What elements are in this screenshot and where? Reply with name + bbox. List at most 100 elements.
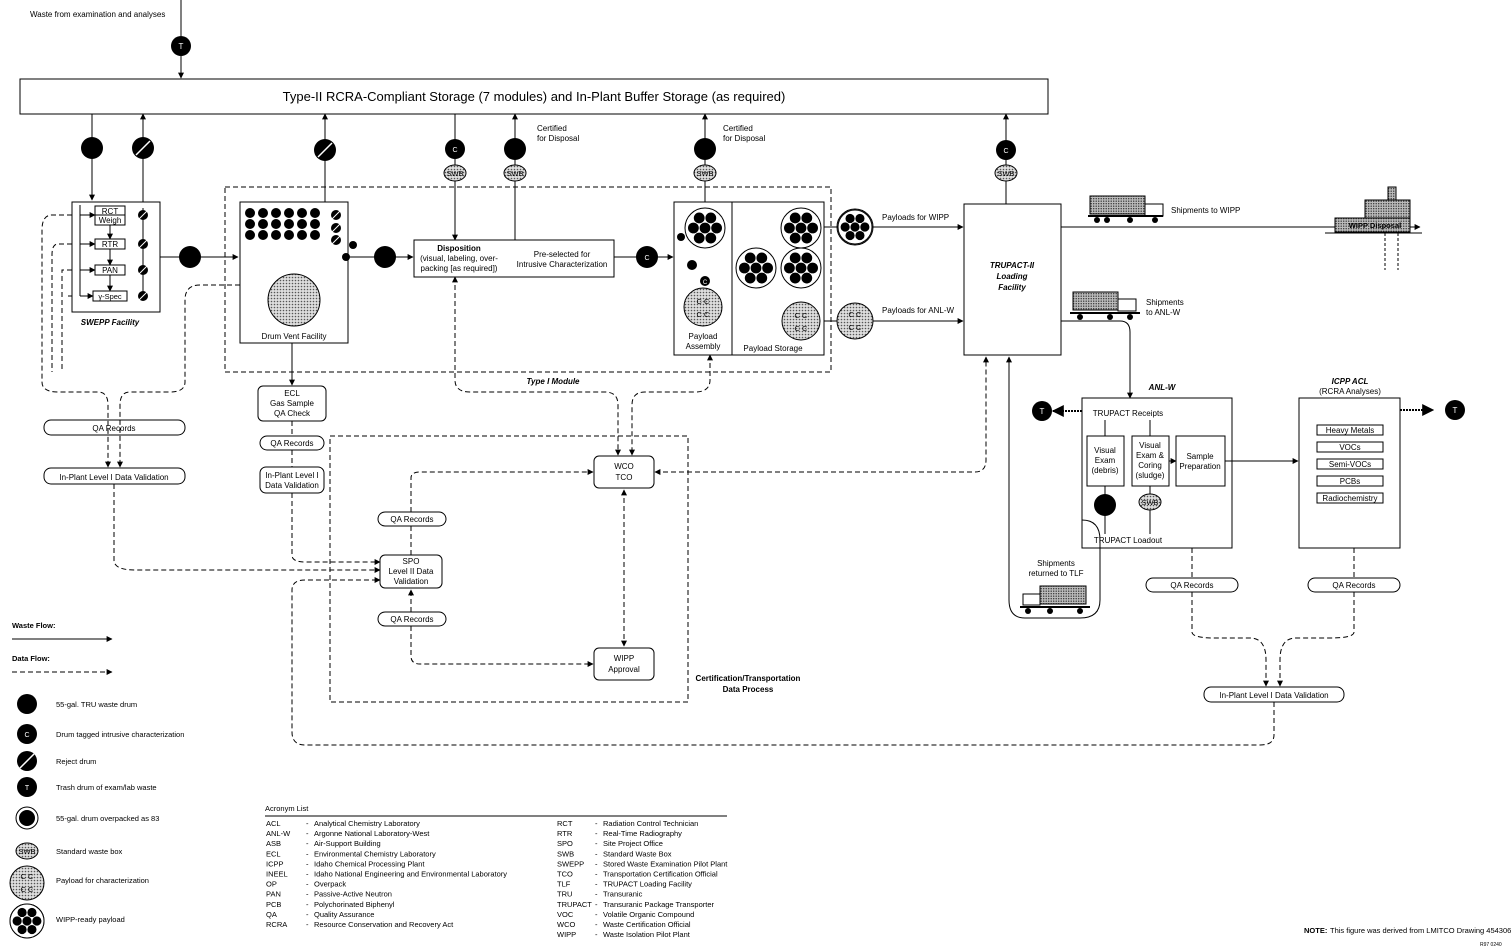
svg-text:Certified: Certified: [723, 124, 753, 133]
svg-text:C C: C C: [21, 872, 35, 881]
acronym-definition: Volatile Organic Compound: [603, 910, 694, 919]
acronym-definition: Resource Conservation and Recovery Act: [314, 920, 454, 929]
svg-text:SPO: SPO: [403, 557, 420, 566]
acronym: RCRA: [266, 920, 287, 929]
svg-text:QA Records: QA Records: [390, 515, 433, 524]
svg-text:WIPP Disposal: WIPP Disposal: [1349, 221, 1401, 230]
svg-text:Payload Storage: Payload Storage: [743, 344, 803, 353]
svg-text:TRUPACT-II: TRUPACT-II: [990, 261, 1035, 270]
svg-text:-: -: [595, 839, 598, 848]
svg-text:Data Flow:: Data Flow:: [12, 654, 50, 663]
svg-text:-: -: [595, 920, 598, 929]
svg-text:for Disposal: for Disposal: [723, 134, 765, 143]
acronym: ICPP: [266, 859, 284, 868]
acronym-definition: Idaho National Engineering and Environme…: [314, 870, 507, 879]
svg-text:-: -: [595, 930, 598, 939]
legend-item: Trash drum of exam/lab waste: [56, 783, 157, 792]
svg-text:-: -: [595, 849, 598, 858]
svg-text:-: -: [306, 910, 309, 919]
svg-text:Data Validation: Data Validation: [265, 481, 319, 490]
qa-records-spo-bottom: [377, 611, 447, 627]
svg-text:C: C: [24, 732, 29, 739]
svg-text:Coring: Coring: [1138, 461, 1162, 470]
type1-label: Type I Module: [526, 377, 580, 386]
svg-text:RCT: RCT: [102, 207, 119, 216]
svg-text:Preparation: Preparation: [1179, 462, 1220, 471]
acronym-definition: Site Project Office: [603, 839, 663, 848]
acronym: TLF: [557, 880, 571, 889]
svg-text:In-Plant Level I: In-Plant Level I: [265, 471, 318, 480]
icpp-item: VOCs: [1339, 443, 1360, 452]
svg-text:Gas Sample: Gas Sample: [270, 399, 315, 408]
truck-wipp-icon: [1088, 195, 1164, 223]
acronym-definition: Environmental Chemistry Laboratory: [314, 849, 436, 858]
acronym-definition: Transportation Certification Official: [603, 870, 718, 879]
acronym: SPO: [557, 839, 573, 848]
drum-vent-drums: [245, 208, 341, 245]
svg-text:C: C: [1003, 148, 1008, 155]
acronym: SWB: [557, 849, 574, 858]
svg-text:RTR: RTR: [102, 240, 119, 249]
acronym: SWEPP: [557, 859, 584, 868]
svg-text:R97 0240: R97 0240: [1480, 942, 1502, 948]
svg-text:Validation: Validation: [394, 577, 429, 586]
acronym-definition: Quality Assurance: [314, 910, 374, 919]
qa-records-swepp: [43, 419, 186, 436]
svg-text:-: -: [306, 880, 309, 889]
svg-text:Pre-selected for: Pre-selected for: [534, 250, 591, 259]
svg-text:-: -: [306, 870, 309, 879]
icpp-item: Semi-VOCs: [1329, 460, 1371, 469]
svg-text:ECL: ECL: [284, 389, 300, 398]
svg-text:C: C: [644, 255, 649, 262]
acronym-definition: Passive-Active Neutron: [314, 890, 392, 899]
svg-text:TRUPACT Receipts: TRUPACT Receipts: [1093, 409, 1163, 418]
svg-text:-: -: [595, 880, 598, 889]
svg-text:TRUPACT Loadout: TRUPACT Loadout: [1094, 536, 1163, 545]
legend-symbols: C T SWB C C C C: [9, 694, 45, 939]
legend-item: Standard waste box: [56, 847, 123, 856]
svg-text:-: -: [306, 859, 309, 868]
svg-text:SWB: SWB: [446, 169, 463, 178]
acronym: ACL: [266, 819, 281, 828]
acronym: TRU: [557, 890, 572, 899]
acronym-definition: Analytical Chemistry Laboratory: [314, 819, 420, 828]
svg-text:(debris): (debris): [1091, 466, 1118, 475]
icpp-item: PCBs: [1340, 477, 1360, 486]
legend-item: Reject drum: [56, 757, 96, 766]
svg-text:C C: C C: [795, 324, 809, 333]
svg-text:NOTE:: NOTE:: [1304, 926, 1327, 935]
svg-text:SWB: SWB: [997, 169, 1014, 178]
svg-text:Certified: Certified: [537, 124, 567, 133]
svg-text:QA Records: QA Records: [1170, 581, 1213, 590]
acronym-definition: Standard Waste Box: [603, 849, 672, 858]
svg-text:T: T: [25, 785, 30, 792]
svg-text:SWB: SWB: [506, 169, 523, 178]
svg-text:WCO: WCO: [614, 462, 634, 471]
svg-text:Level II Data: Level II Data: [389, 567, 434, 576]
acronym: WIPP: [557, 930, 576, 939]
trash-drum-icon: [171, 36, 191, 56]
legend-item: 55-gal. drum overpacked as 83: [56, 814, 159, 823]
acronym: VOC: [557, 910, 574, 919]
svg-text:SWB: SWB: [696, 169, 713, 178]
svg-text:(sludge): (sludge): [1136, 471, 1165, 480]
svg-text:ANL-W: ANL-W: [1148, 383, 1177, 392]
legend-item: Drum tagged intrusive characterization: [56, 730, 184, 739]
icpp-box: [1298, 397, 1401, 549]
svg-text:Shipments: Shipments: [1037, 559, 1075, 568]
swepp-label: SWEPP Facility: [81, 318, 140, 327]
acronym: RCT: [557, 819, 573, 828]
overpack-drum-icon: [267, 273, 321, 327]
svg-text:Shipments to WIPP: Shipments to WIPP: [1171, 206, 1240, 215]
acronym: RTR: [557, 829, 573, 838]
svg-text:SWB: SWB: [1141, 498, 1158, 507]
svg-text:Exam: Exam: [1095, 456, 1116, 465]
acronym: PAN: [266, 890, 281, 899]
svg-text:C C: C C: [21, 885, 35, 894]
acronym-definition: Air-Support Building: [314, 839, 381, 848]
svg-text:-: -: [306, 829, 309, 838]
svg-text:In-Plant Level I Data Validati: In-Plant Level I Data Validation: [59, 473, 168, 482]
swepp-reject-drums: [138, 208, 148, 301]
